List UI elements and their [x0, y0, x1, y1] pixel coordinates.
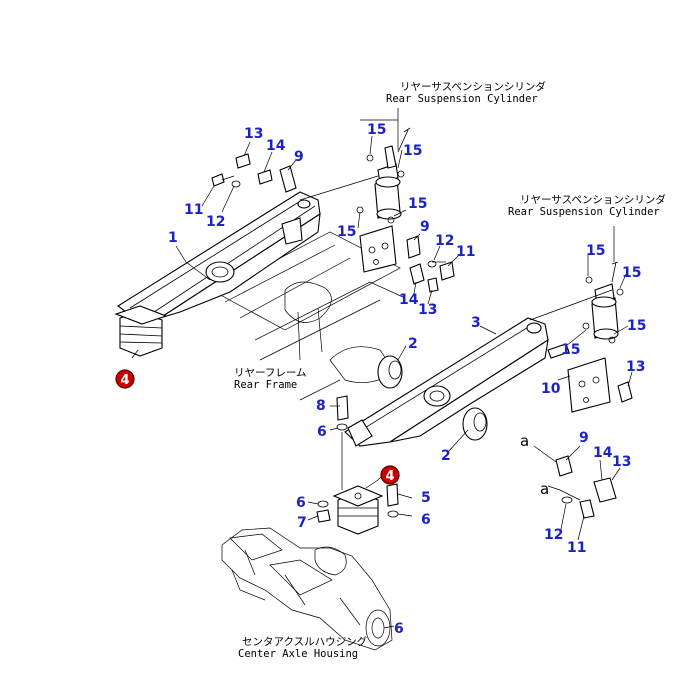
center-axle-housing — [221, 527, 393, 651]
cylinder-bracket-upper — [359, 225, 397, 273]
suspension-arm-3 — [344, 317, 549, 447]
badge-label: 4 — [385, 469, 394, 484]
callout-15: 15 — [367, 122, 386, 138]
callout-11: 11 — [184, 202, 203, 218]
callout-2: 2 — [441, 448, 451, 464]
callout-7: 7 — [297, 515, 307, 531]
callout-13: 13 — [244, 126, 263, 142]
callout-1: 1 — [168, 230, 178, 246]
callout-6: 6 — [394, 621, 404, 637]
callout-15: 15 — [622, 265, 641, 281]
center-axle-en: Center Axle Housing — [238, 648, 358, 660]
center-axle-jp: センタアクスルハウジング — [242, 635, 368, 648]
callout-14: 14 — [399, 292, 419, 308]
callout-15: 15 — [561, 342, 580, 358]
callout-15: 15 — [586, 243, 605, 259]
callout-6: 6 — [296, 495, 306, 511]
callout-13: 13 — [626, 359, 645, 375]
cylinder-bracket-right — [547, 343, 611, 413]
reference-letter-a-washer: a — [540, 480, 549, 498]
rear-cylinder-2-en: Rear Suspension Cylinder — [508, 206, 660, 218]
callout-12: 12 — [435, 233, 454, 249]
callout-15: 15 — [337, 224, 356, 240]
rear-cylinder-2-jp: リヤーサスペンションシリンダ — [520, 193, 666, 206]
rear-suspension-cylinder-upper — [356, 127, 411, 224]
rubber-mount-center — [332, 485, 384, 535]
callout-15: 15 — [403, 143, 422, 159]
captions: リヤーサスペンションシリンダ Rear Suspension Cylinder … — [234, 80, 666, 660]
part-callouts: 13 14 9 11 12 1 15 15 15 15 9 12 11 14 1… — [168, 122, 646, 637]
callout-10: 10 — [541, 381, 561, 397]
reference-letter-a-lower: a — [520, 432, 529, 450]
callout-12: 12 — [544, 527, 563, 543]
callout-15: 15 — [627, 318, 646, 334]
hardware-mid — [406, 235, 455, 293]
badge-part-4-left: 4 — [115, 369, 135, 389]
rear-frame-en: Rear Frame — [234, 379, 297, 391]
callout-9: 9 — [579, 430, 589, 446]
badge-label: 4 — [120, 373, 129, 388]
callout-3: 3 — [471, 315, 481, 331]
rear-cylinder-1-en: Rear Suspension Cylinder — [386, 93, 538, 105]
callout-6: 6 — [317, 424, 327, 440]
callout-15: 15 — [408, 196, 427, 212]
badge-part-4-center: 4 — [380, 465, 400, 485]
rear-suspension-cylinder-right — [582, 261, 624, 344]
callout-9: 9 — [420, 219, 430, 235]
hardware-center — [316, 395, 399, 523]
leader-lines — [131, 108, 633, 629]
bushing-2-bottom — [462, 407, 488, 441]
callout-8: 8 — [316, 398, 326, 414]
callout-9: 9 — [294, 149, 304, 165]
hardware-top-left — [211, 153, 297, 193]
suspension-arm-1 — [117, 191, 321, 323]
hardware-lower-right — [555, 381, 633, 519]
callout-6: 6 — [421, 512, 431, 528]
callout-14: 14 — [266, 138, 286, 154]
bushing-2-top — [377, 355, 403, 389]
callout-14: 14 — [593, 445, 613, 461]
callout-11: 11 — [456, 244, 475, 260]
callout-13: 13 — [612, 454, 631, 470]
rear-cylinder-1-jp: リヤーサスペンションシリンダ — [400, 80, 546, 93]
callout-12: 12 — [206, 214, 225, 230]
callout-5: 5 — [421, 490, 431, 506]
callout-11: 11 — [567, 540, 586, 556]
rear-frame-jp: リヤーフレーム — [234, 367, 307, 379]
rubber-mount-left — [114, 305, 168, 357]
callout-13: 13 — [418, 302, 437, 318]
callout-2: 2 — [408, 336, 418, 352]
